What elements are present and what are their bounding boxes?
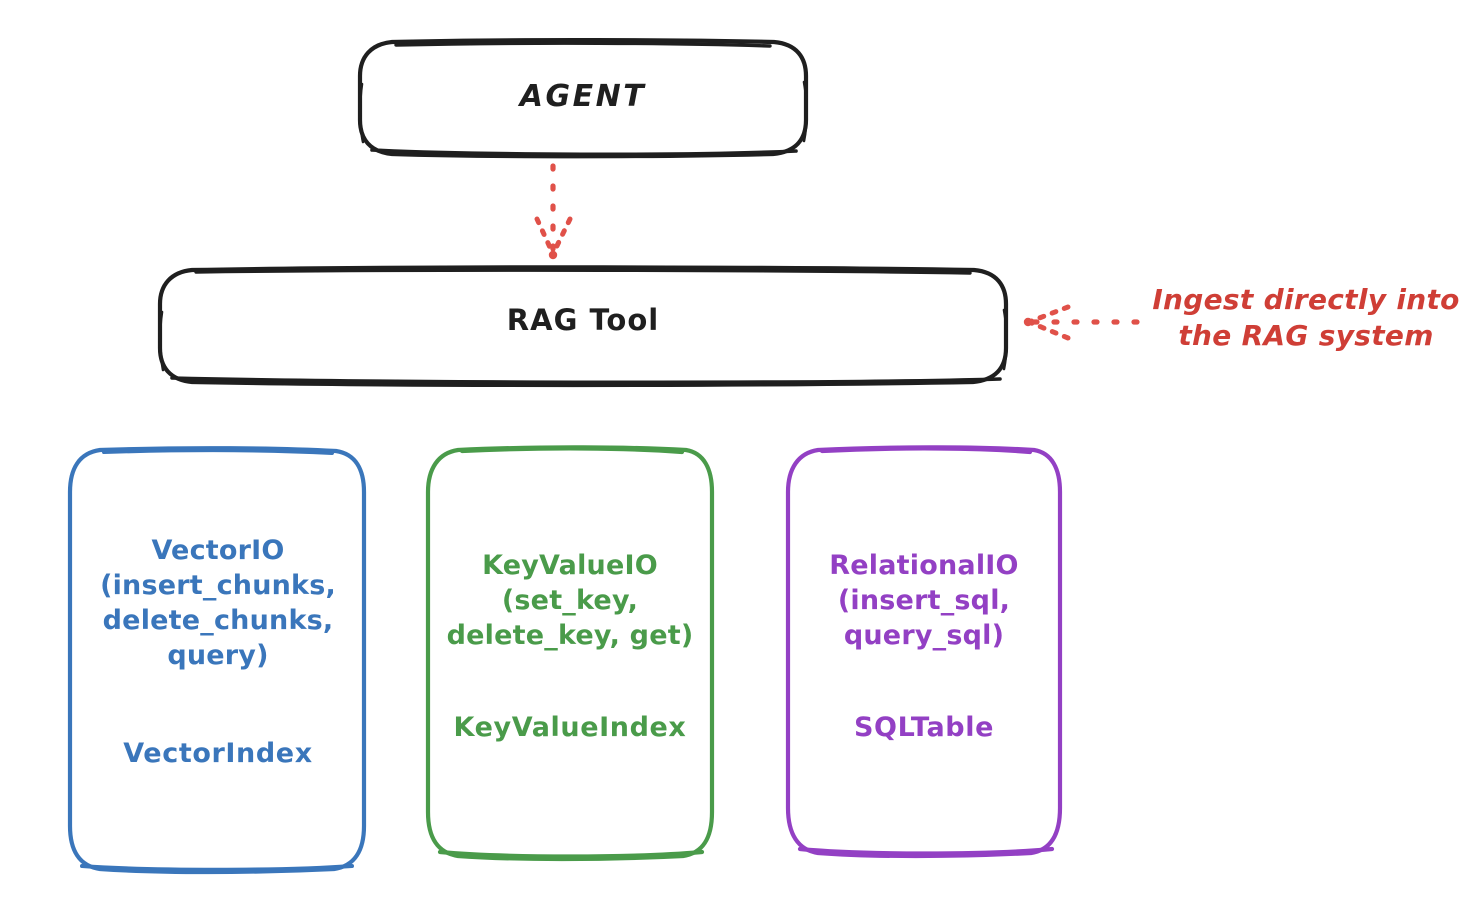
sql-table-label: SQLTable: [854, 712, 994, 743]
relational-io-operations-label: RelationalIO (insert_sql, query_sql): [829, 550, 1019, 652]
vector-io-operations-label: VectorIO (insert_chunks, delete_chunks, …: [100, 535, 336, 672]
ingest-annotation-label: Ingest directly into the RAG system: [1152, 283, 1460, 353]
rag-tool-node-label: RAG Tool: [506, 303, 660, 337]
ingest-arrow-connector: [1023, 304, 1140, 341]
agent-to-rag-connector: [534, 163, 573, 260]
key-value-io-operations-label: KeyValueIO (set_key, delete_key, get): [446, 550, 694, 652]
key-value-index-label: KeyValueIndex: [453, 712, 687, 743]
agent-node-label: AGENT: [519, 79, 647, 114]
vector-index-label: VectorIndex: [123, 738, 313, 769]
